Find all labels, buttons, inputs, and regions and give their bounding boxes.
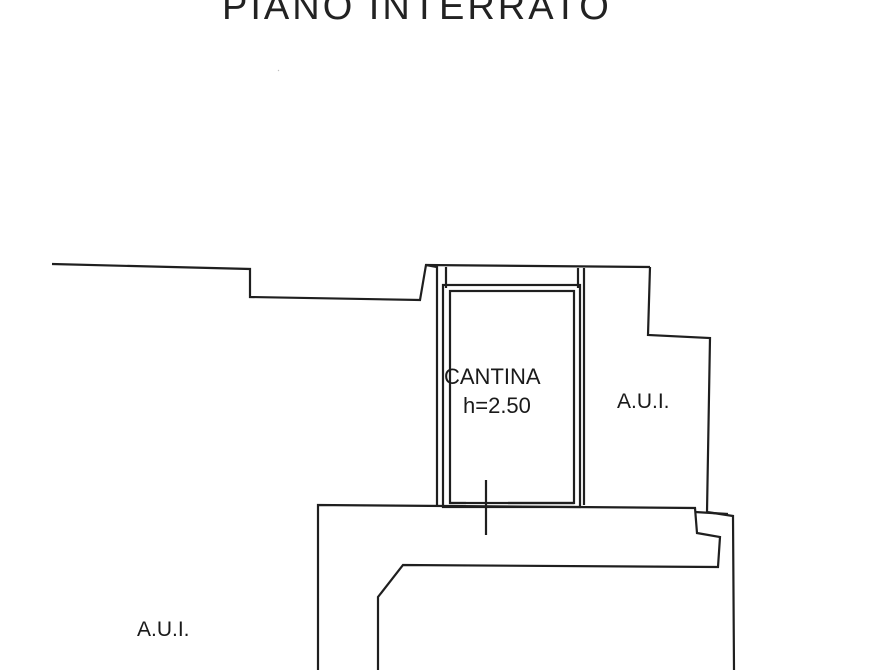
- cantina-shaft-wall: [425, 263, 439, 505]
- aui-left-label: A.U.I.: [137, 618, 190, 641]
- aui-right-outline: [646, 266, 736, 670]
- plan-title: PIANO INTERRATO: [222, 0, 612, 28]
- cantina-label: CANTINA: [444, 364, 541, 389]
- boundary-wall-left: [51, 262, 651, 302]
- aui-right-label: A.U.I.: [617, 390, 670, 413]
- lower-block-outline: [316, 503, 722, 670]
- cantina-height-label: h=2.50: [463, 393, 531, 418]
